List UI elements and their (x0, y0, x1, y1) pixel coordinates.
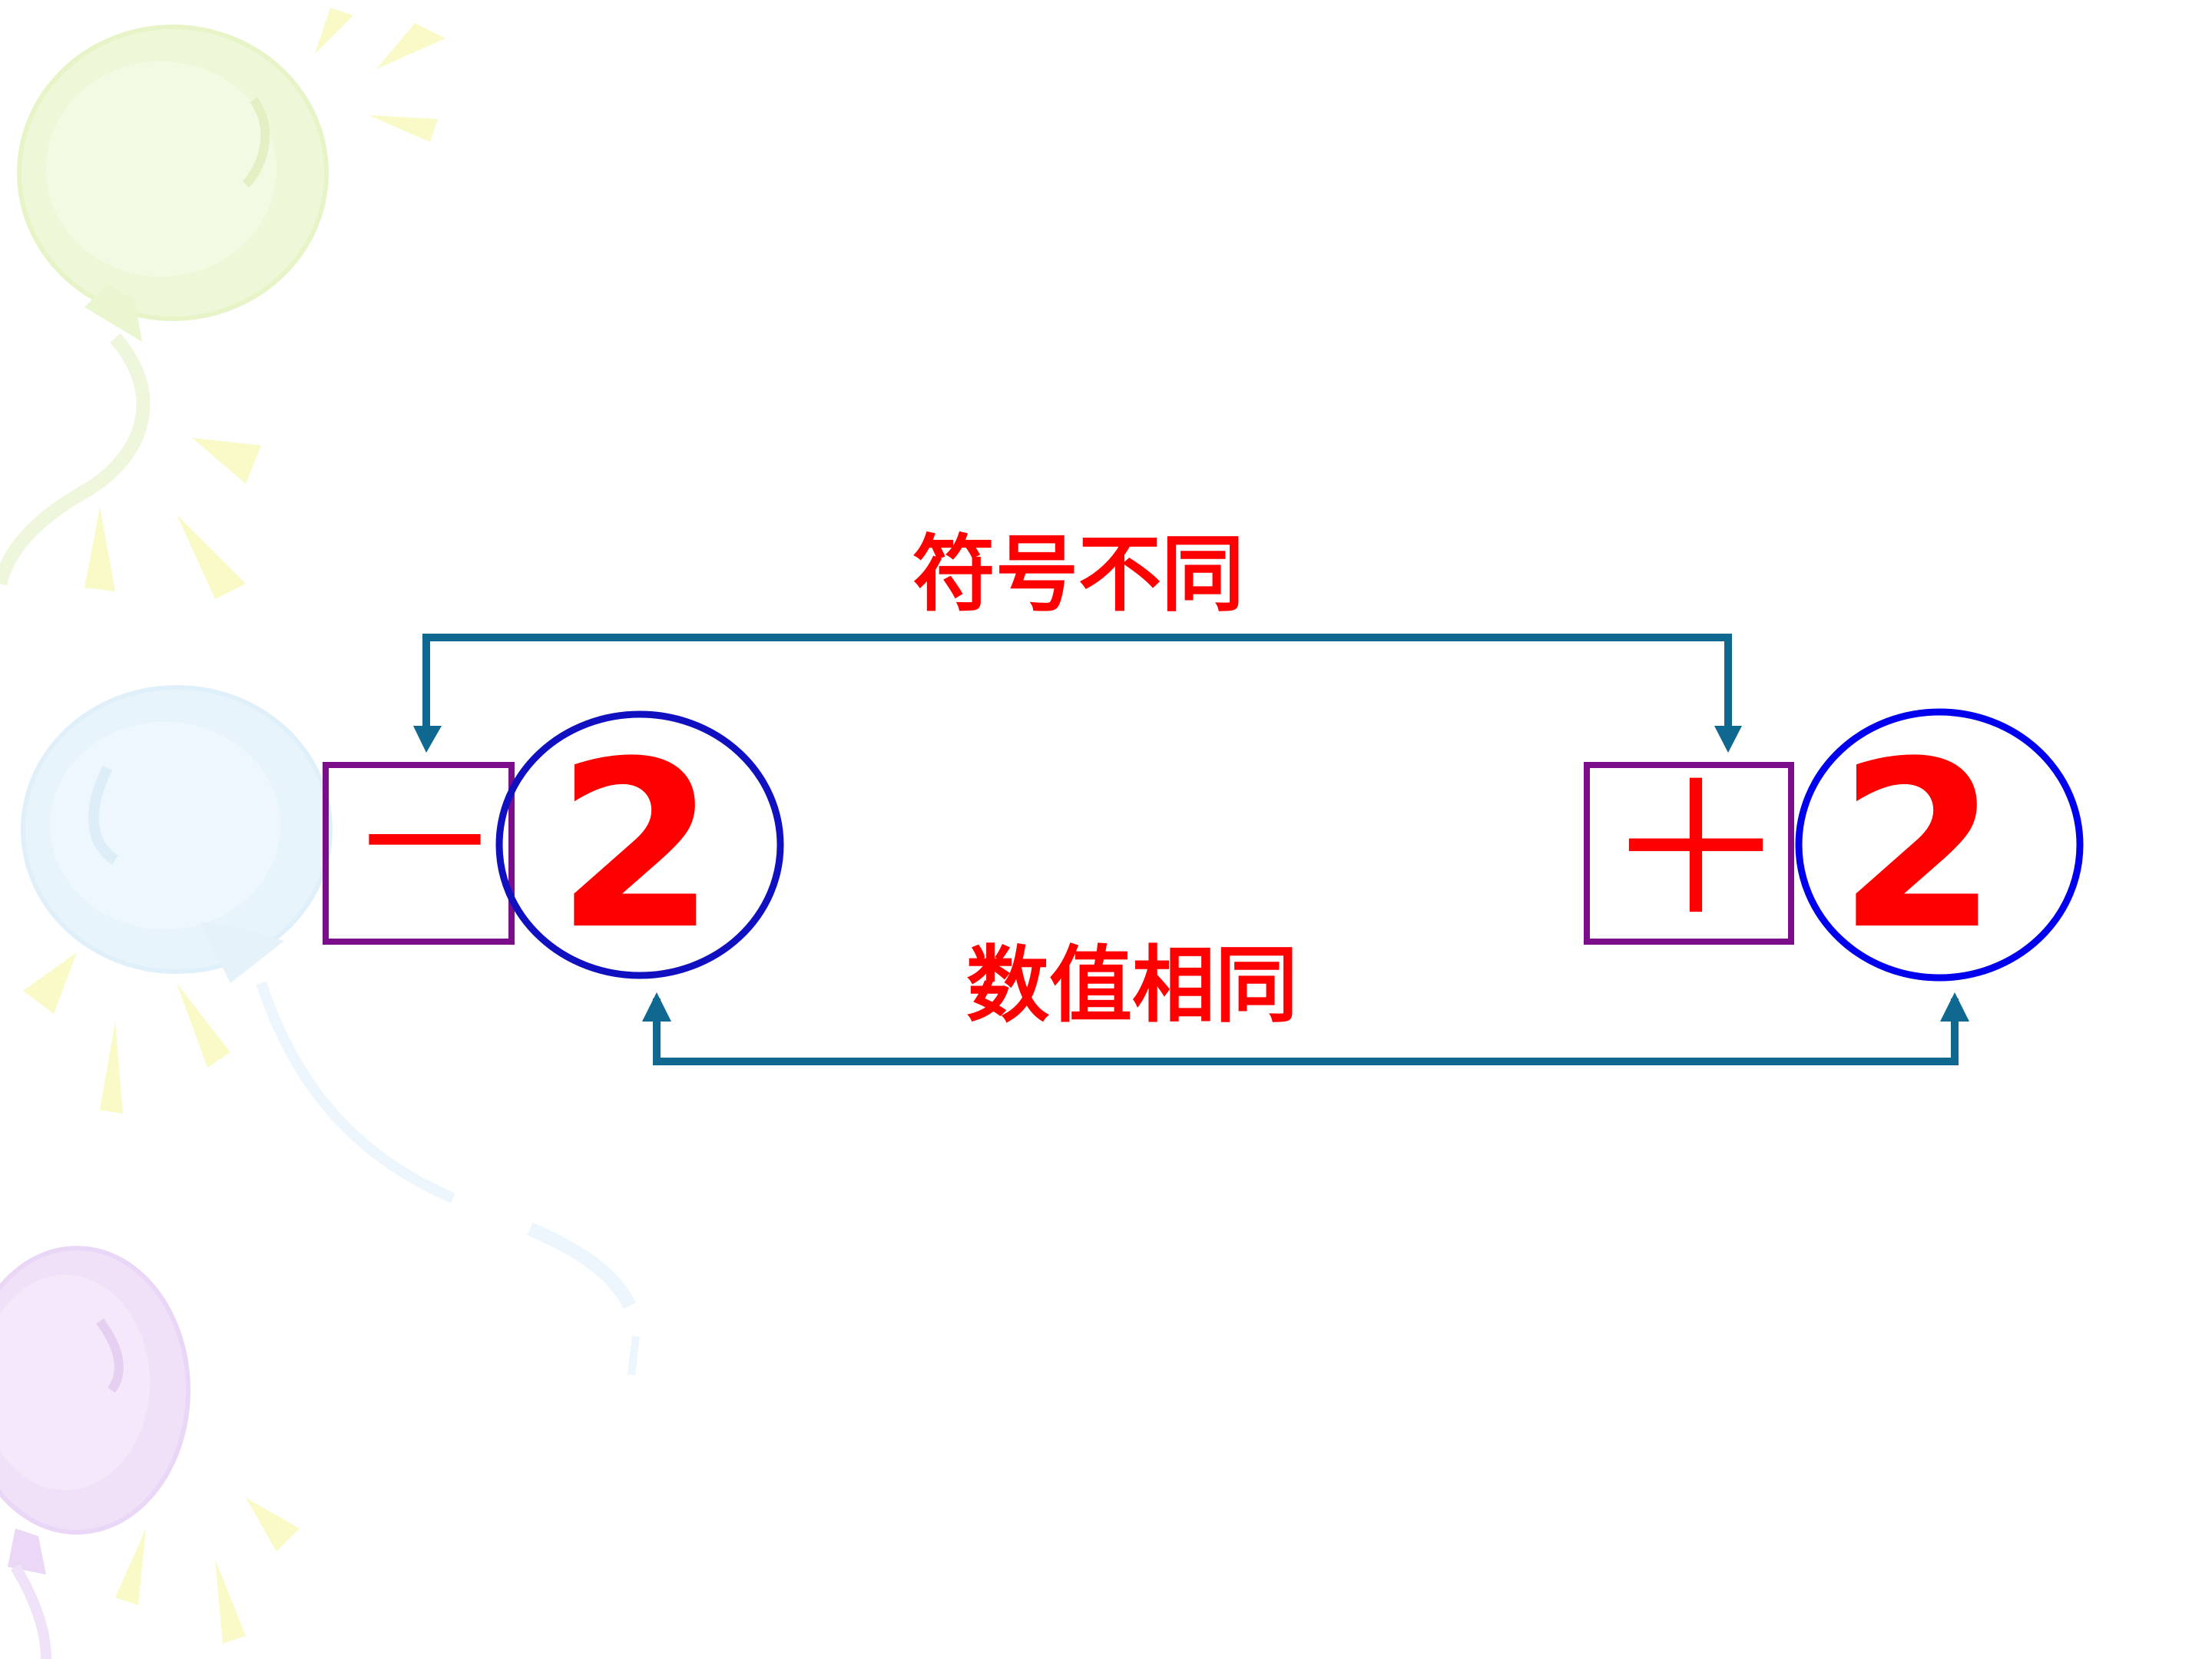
right-value-circle (1795, 708, 2084, 982)
green-balloon-icon (0, 25, 329, 586)
left-sign-arrowhead-icon (413, 726, 442, 753)
sign-connector (413, 634, 1742, 753)
left-value: 2 (556, 712, 717, 980)
left-number: － 2 (323, 710, 784, 980)
value-connector (642, 992, 1969, 1065)
sign-different-label: 符号不同 (912, 527, 1244, 623)
left-sign: － (348, 755, 502, 934)
right-sign-arrowhead-icon (1714, 726, 1742, 753)
yellow-rays (23, 8, 445, 1644)
left-value-arrowhead-icon (642, 992, 671, 1022)
value-connector-line (653, 998, 1959, 1065)
right-sign-box (1584, 762, 1794, 945)
purple-balloon-icon (0, 1246, 190, 1659)
blue-balloon-icon (21, 685, 640, 1376)
right-sign: ＋ (1604, 743, 1788, 958)
right-value: 2 (1838, 712, 1998, 980)
left-sign-box (323, 762, 515, 945)
sign-connector-line (422, 634, 1732, 743)
right-number: ＋ 2 (1584, 708, 2084, 982)
left-value-circle (495, 710, 784, 979)
decorative-balloons (0, 8, 640, 1659)
value-same-label: 数值相同 (966, 938, 1298, 1034)
right-value-arrowhead-icon (1940, 992, 1969, 1022)
